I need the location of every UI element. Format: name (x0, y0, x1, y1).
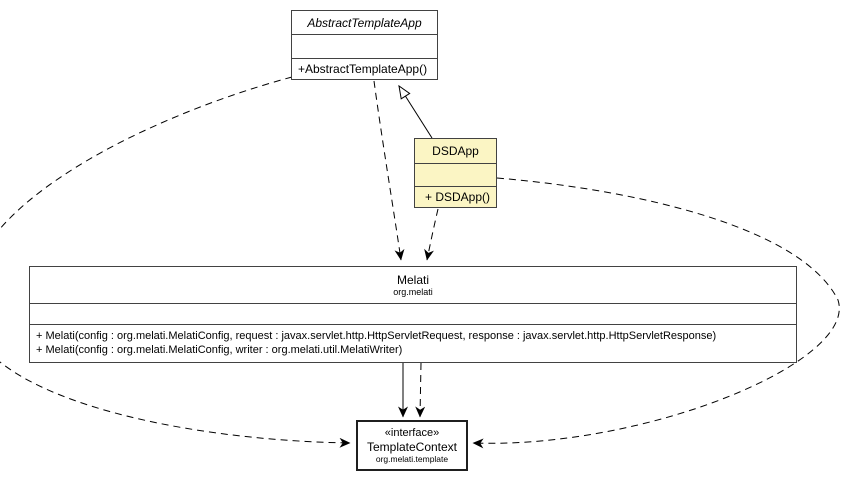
class-title-compartment: AbstractTemplateApp (292, 11, 437, 34)
method-entry: +AbstractTemplateApp() (298, 62, 428, 76)
attributes-compartment (30, 303, 796, 324)
package-name: org.melati (393, 286, 433, 297)
class-box-dsdapp[interactable]: DSDApp + DSDApp() (414, 138, 497, 208)
class-title-compartment: DSDApp (415, 139, 496, 163)
edge-abstracttemplateapp-depends-melati (373, 80, 405, 261)
class-name: Melati (396, 272, 429, 287)
edge-abstracttemplateapp-depends-templatecontext (0, 76, 351, 448)
method-entry: + DSDApp() (425, 190, 491, 204)
methods-compartment: +AbstractTemplateApp() (292, 58, 437, 79)
edge-dsdapp-depends-melati (424, 208, 439, 261)
class-title-compartment: Melati org.melati (30, 267, 796, 303)
edge-dsdapp-extends-abstracttemplateapp (398, 84, 433, 139)
method-entry: + Melati(config : org.melati.MelatiConfi… (36, 330, 717, 342)
package-name: org.melati.template (375, 454, 449, 464)
class-box-templatecontext[interactable]: «interface» TemplateContext org.melati.t… (356, 420, 468, 471)
class-name: DSDApp (432, 144, 479, 158)
method-entry: + Melati(config : org.melati.MelatiConfi… (36, 343, 403, 356)
edge-dsdapp-depends-templatecontext (472, 177, 840, 449)
attributes-compartment (292, 34, 437, 58)
edge-melati-depends-templatecontext (415, 362, 426, 418)
methods-compartment: + Melati(config : org.melati.MelatiConfi… (30, 324, 796, 362)
class-box-melati[interactable]: Melati org.melati + Melati(config : org.… (29, 266, 797, 363)
attributes-compartment (415, 163, 496, 186)
methods-compartment: + DSDApp() (415, 186, 496, 207)
class-name: TemplateContext (366, 440, 458, 454)
interface-stereotype: «interface» (384, 427, 440, 439)
class-box-abstracttemplateapp[interactable]: AbstractTemplateApp +AbstractTemplateApp… (291, 10, 438, 80)
class-name: AbstractTemplateApp (307, 15, 422, 30)
